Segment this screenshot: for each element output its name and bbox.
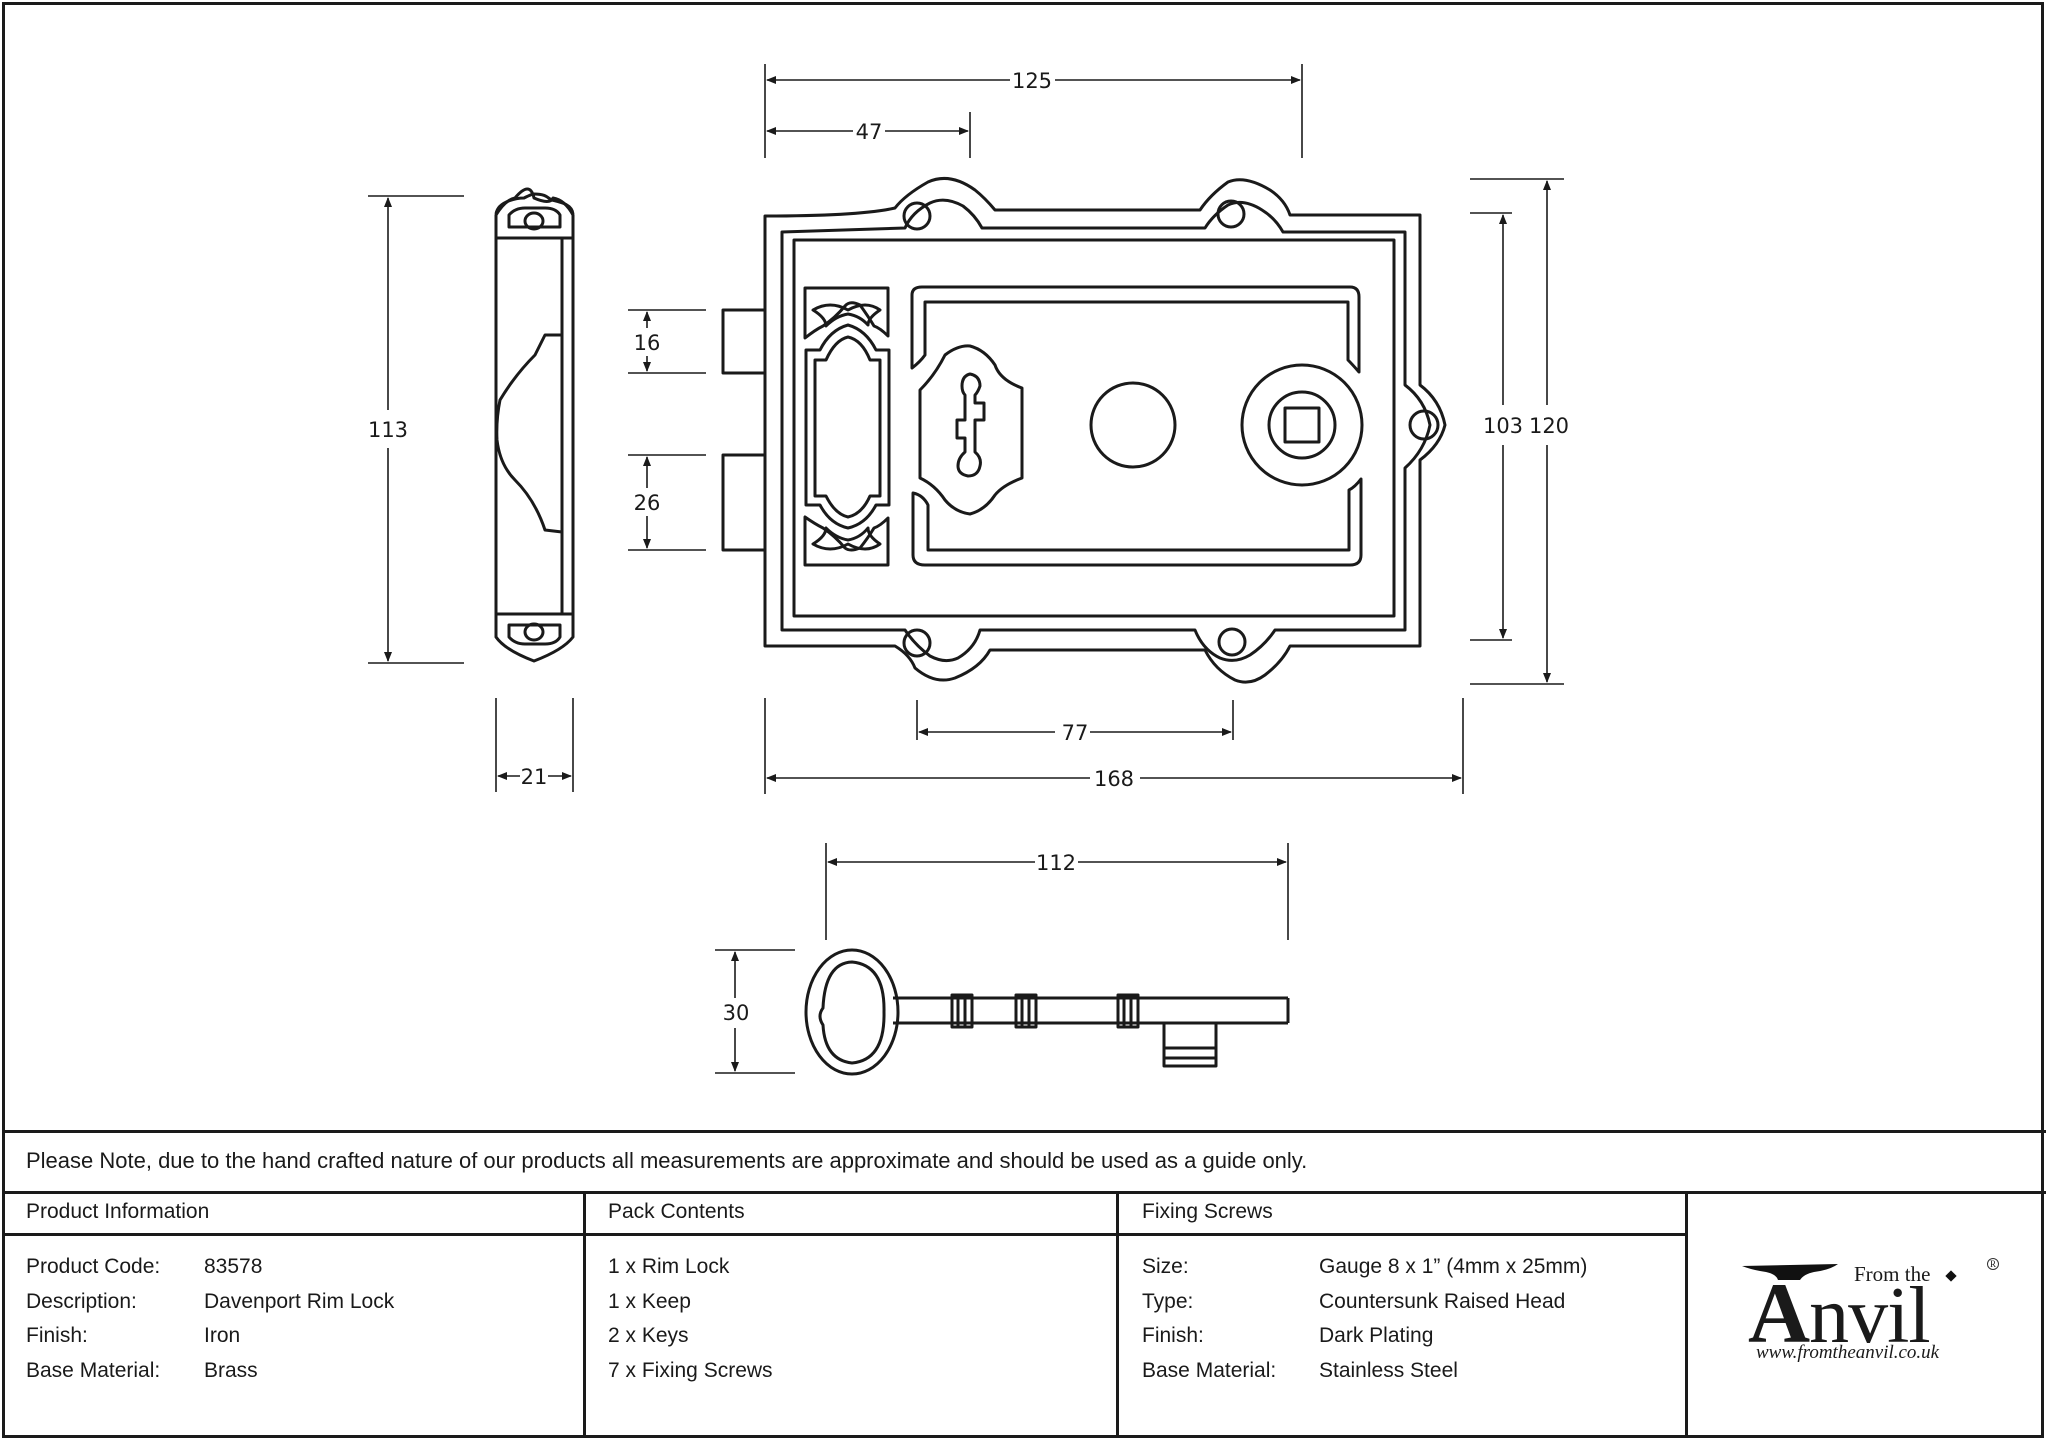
- product-info-row: Finish: Iron: [26, 1319, 394, 1354]
- logo-from-the: From the: [1854, 1262, 1931, 1286]
- brand-logo: From the R Anvil www.fromtheanvil.co.uk: [1742, 1250, 2002, 1370]
- note-divider: [2, 1191, 2046, 1194]
- column-divider-3: [1685, 1191, 1688, 1438]
- screw-type-value: Countersunk Raised Head: [1319, 1289, 1566, 1313]
- column-divider-2: [1116, 1191, 1119, 1438]
- fixing-screws-heading: Fixing Screws: [1142, 1200, 1273, 1223]
- base-material-value: Brass: [204, 1358, 258, 1382]
- screw-size-value: Gauge 8 x 1” (4mm x 25mm): [1319, 1255, 1588, 1278]
- pack-item: 7 x Fixing Screws: [608, 1358, 773, 1382]
- keep-width-dimension: [495, 698, 574, 792]
- product-info-row: Description: Davenport Rim Lock: [26, 1285, 394, 1320]
- lock-overall-width-label: 168: [1094, 767, 1134, 791]
- lock-top-dimensions: [764, 64, 1303, 158]
- logo-rest: nvil: [1809, 1272, 1930, 1360]
- finish-label: Finish:: [26, 1324, 88, 1347]
- key-bow-height-label: 30: [723, 1001, 750, 1025]
- logo-wordmark: Anvil: [1748, 1270, 1931, 1360]
- keep-height-dimension: [368, 195, 464, 664]
- screw-row: Type: Countersunk Raised Head: [1142, 1285, 1587, 1320]
- header-divider: [2, 1233, 1687, 1236]
- bolt-dimensions: [628, 309, 706, 551]
- column-divider-1: [583, 1191, 586, 1438]
- screw-row: Base Material: Stainless Steel: [1142, 1354, 1587, 1389]
- screw-size-label: Size:: [1142, 1255, 1189, 1278]
- screw-finish-value: Dark Plating: [1319, 1324, 1434, 1347]
- lock-top-overall-label: 125: [1012, 69, 1052, 93]
- fixing-screws-list: Size: Gauge 8 x 1” (4mm x 25mm) Type: Coun…: [1142, 1250, 1587, 1388]
- bolt-lower-label: 26: [634, 491, 661, 515]
- screw-row: Finish: Dark Plating: [1142, 1319, 1587, 1354]
- product-code-value: 83578: [204, 1255, 263, 1278]
- lock-bottom-dimensions: [764, 698, 1464, 794]
- fixing-centres-label: 77: [1062, 721, 1089, 745]
- rim-lock-drawing: [721, 176, 1447, 684]
- registered-mark: R: [1987, 1258, 1999, 1270]
- diamond-icon: [1945, 1270, 1957, 1282]
- pack-contents-list: 1 x Rim Lock 1 x Keep 2 x Keys 7 x Fixin…: [608, 1250, 773, 1388]
- screw-finish-label: Finish:: [1142, 1324, 1204, 1347]
- case-inner-height-label: 103: [1483, 414, 1523, 438]
- lock-top-partial-label: 47: [856, 120, 883, 144]
- screw-base-material-value: Stainless Steel: [1319, 1358, 1458, 1382]
- screw-base-material-label: Base Material:: [1142, 1358, 1277, 1382]
- description-label: Description:: [26, 1289, 137, 1313]
- technical-drawing: 113 21: [368, 64, 1569, 1076]
- logo-initial: A: [1748, 1265, 1810, 1361]
- keep-width-label: 21: [521, 765, 548, 789]
- product-info-row: Base Material: Brass: [26, 1354, 394, 1389]
- product-info-row: Product Code: 83578: [26, 1250, 394, 1285]
- keep-drawing: [494, 187, 575, 663]
- base-material-label: Base Material:: [26, 1358, 161, 1382]
- pack-item: 2 x Keys: [608, 1324, 689, 1347]
- case-overall-height-label: 120: [1529, 414, 1569, 438]
- pack-contents-heading: Pack Contents: [608, 1200, 745, 1223]
- product-code-label: Product Code:: [26, 1255, 161, 1278]
- finish-value: Iron: [204, 1324, 241, 1347]
- key-dimensions: [715, 843, 1289, 1074]
- anvil-icon: [1742, 1264, 1838, 1280]
- screw-type-label: Type:: [1142, 1289, 1194, 1313]
- product-information-list: Product Code: 83578 Description: Davenport…: [26, 1250, 394, 1388]
- measurement-note: Please Note, due to the hand crafted nat…: [26, 1148, 1308, 1173]
- key-length-label: 112: [1036, 851, 1076, 875]
- product-information-heading: Product Information: [26, 1200, 210, 1223]
- keep-height-label: 113: [368, 418, 408, 442]
- pack-item: 1 x Rim Lock: [608, 1255, 730, 1278]
- case-height-dimensions: [1470, 178, 1564, 685]
- description-value: Davenport Rim Lock: [204, 1289, 395, 1313]
- pack-item: 1 x Keep: [608, 1289, 691, 1313]
- screw-row: Size: Gauge 8 x 1” (4mm x 25mm): [1142, 1250, 1587, 1285]
- logo-url: www.fromtheanvil.co.uk: [1756, 1342, 1940, 1363]
- table-top-divider: [2, 1130, 2046, 1133]
- bolt-upper-label: 16: [634, 331, 661, 355]
- key-drawing: [804, 948, 1290, 1076]
